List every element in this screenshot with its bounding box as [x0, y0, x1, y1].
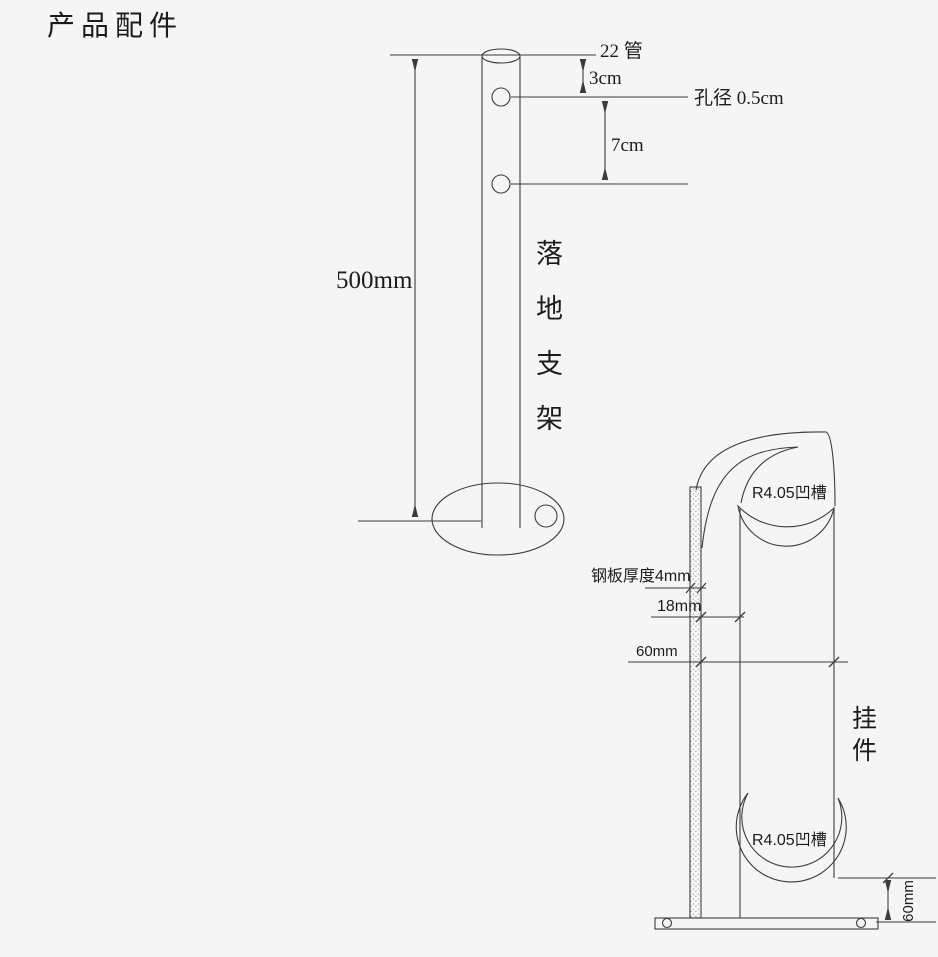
groove-radius-label-top: R4.05凹槽	[752, 484, 827, 502]
floor-stand-name-char: 架	[536, 404, 563, 434]
hanger-drawing	[628, 431, 936, 930]
dim-60mm-label: 60mm	[636, 643, 678, 660]
page-title: 产品配件	[47, 10, 184, 41]
dim-7cm-label: 7cm	[611, 135, 644, 156]
dim-tick	[696, 582, 707, 594]
floor-stand-name-char: 支	[536, 349, 563, 379]
hook-inner-curve	[701, 446, 799, 549]
dim-3cm-label: 3cm	[589, 68, 622, 89]
dim-60mm-vertical-label: 60mm	[900, 880, 917, 922]
floor-stand-labels: 22 管 3cm 孔径 0.5cm 7cm 500mm 落 地 支 架	[336, 40, 784, 434]
dim-tick	[695, 611, 707, 623]
dim-tick	[695, 656, 707, 668]
floor-stand-name-char: 地	[536, 294, 563, 324]
floor-stand-drawing	[358, 48, 688, 556]
dim-18mm-label: 18mm	[657, 598, 701, 615]
hook-outer-curve	[695, 431, 836, 507]
groove-radius-label-bottom: R4.05凹槽	[752, 831, 827, 849]
dim-tick	[734, 611, 746, 623]
floor-stand-name-char: 落	[536, 239, 563, 269]
pole-top-opening	[481, 48, 521, 64]
hole-diameter-label: 孔径 0.5cm	[694, 87, 784, 109]
mounting-hole-top	[491, 87, 511, 107]
hanger-name-char: 件	[852, 737, 877, 765]
dim-tick	[882, 872, 894, 884]
dim-tick	[685, 582, 696, 594]
base-plate-hole-left	[661, 917, 673, 929]
mounting-hole-bottom	[491, 174, 511, 194]
groove-top	[737, 504, 835, 547]
plate-thickness-label: 钢板厚度4mm	[591, 567, 691, 585]
steel-plate	[689, 486, 702, 919]
base-plate-hole-right	[855, 917, 867, 929]
dim-500mm-label: 500mm	[336, 267, 413, 294]
hanger-base-plate	[654, 917, 879, 930]
base-hole	[534, 504, 558, 528]
hanger-name-char: 挂	[852, 705, 877, 733]
base-oval	[431, 482, 565, 556]
tube-size-label: 22 管	[600, 40, 643, 62]
groove-bottom	[735, 792, 847, 883]
hanger-labels: R4.05凹槽 R4.05凹槽 钢板厚度4mm 18mm 60mm 挂 件 60…	[591, 484, 917, 922]
dim-tick	[828, 656, 840, 668]
